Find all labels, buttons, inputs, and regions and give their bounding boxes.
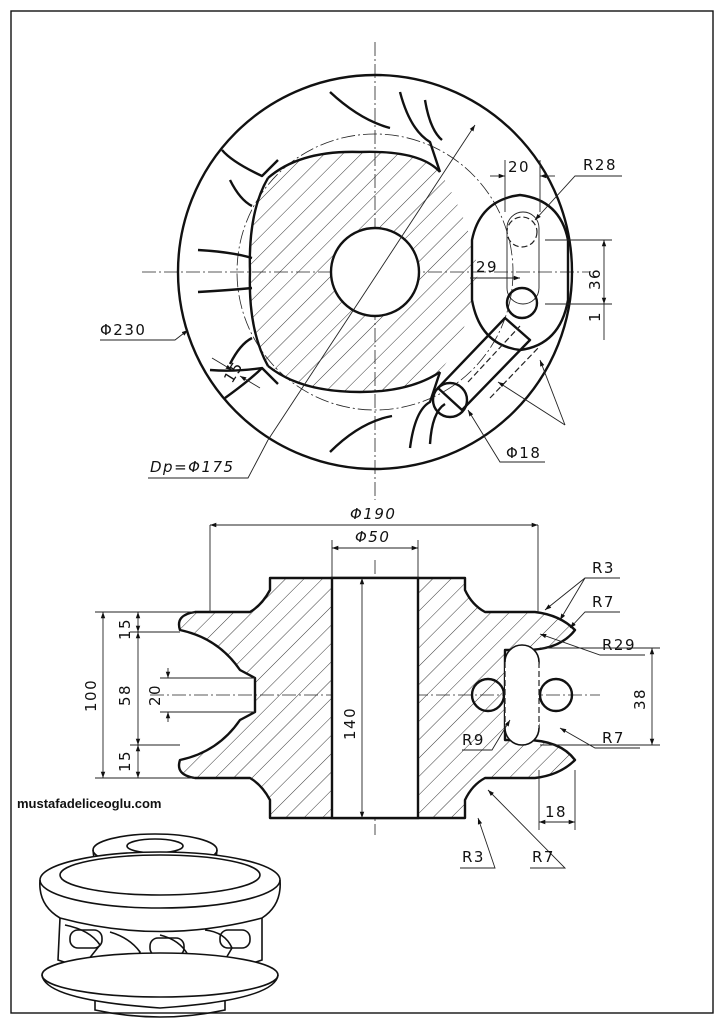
total-height-label: 100: [82, 679, 100, 712]
hole-diameter-label: Φ18: [506, 444, 541, 462]
flange-diameter-label: Φ190: [350, 505, 396, 523]
top-view: Dp=Φ175 Φ230 15 20 R28 29 36 1 Φ18: [100, 42, 622, 500]
drawing-border: [10, 10, 714, 1014]
credit-text: mustafadeliceoglu.com: [17, 796, 162, 811]
r3-bottom-label: R3: [462, 848, 485, 866]
bore-length-label: 140: [341, 707, 359, 740]
offset-label: 29: [476, 258, 498, 276]
pitch-circle: [236, 133, 514, 411]
r7-top-label: R7: [592, 593, 615, 611]
angled-channel: [436, 316, 532, 412]
slot-width-label: 20: [508, 158, 530, 176]
lower-band-label: 15: [116, 750, 134, 772]
isometric-view: [39, 833, 281, 1018]
groove-label: 20: [146, 684, 164, 706]
pocket-label: 38: [631, 688, 649, 710]
gap-label: 1: [586, 311, 604, 322]
slot-radius-label: R28: [583, 156, 617, 174]
r9-label: R9: [462, 731, 485, 749]
bore-diameter-label: Φ50: [355, 528, 390, 546]
center-bore: [329, 226, 421, 318]
r7-right-label: R7: [602, 729, 625, 747]
middle-band-label: 58: [116, 684, 134, 706]
outer-diameter-label: Φ230: [100, 321, 146, 339]
pitch-diameter-label: Dp=Φ175: [150, 458, 235, 476]
rim-width-label: 15: [220, 358, 247, 386]
outer-rim: [176, 73, 574, 471]
height-label: 36: [586, 268, 604, 290]
r3-top-label: R3: [592, 559, 615, 577]
r7-bottom-label: R7: [532, 848, 555, 866]
r29-label: R29: [602, 636, 636, 654]
section-view: Φ190 Φ50 100 15 58 15 20 140 R3 R7: [82, 505, 660, 869]
width-18-label: 18: [545, 803, 567, 821]
bore: [330, 576, 420, 820]
upper-band-label: 15: [116, 618, 134, 640]
